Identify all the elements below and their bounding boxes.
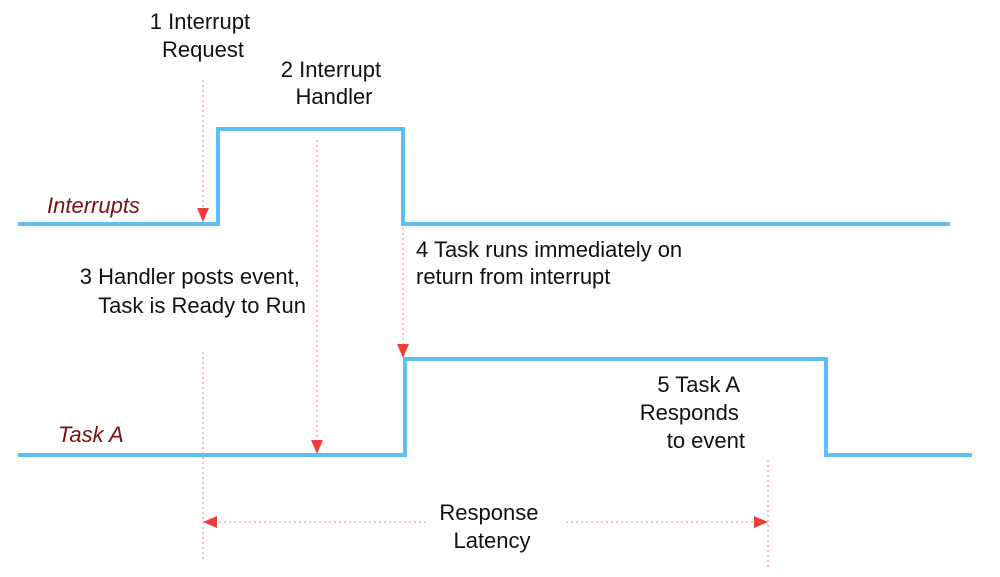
guide-lines (202, 80, 769, 570)
task-start-arrow-icon (397, 344, 409, 358)
event-3-label: 3 Handler posts event, Task is Ready to … (80, 264, 306, 318)
event-5-line-2: Responds (640, 400, 739, 425)
latency-left-arrow-icon (203, 516, 217, 528)
event-5-line-1: 5 Task A (657, 372, 740, 397)
event-1-line-2: Request (162, 37, 244, 62)
response-latency-span: Response Latency (203, 500, 768, 553)
task-a-waveform (18, 357, 972, 457)
event-1-line-1: 1 Interrupt (150, 9, 250, 34)
event-2-line-2: Handler (295, 84, 372, 109)
interrupts-label: Interrupts (47, 193, 140, 218)
event-2-label: 2 Interrupt Handler (281, 57, 387, 109)
latency-right-arrow-icon (754, 516, 768, 528)
event-4-line-1: 4 Task runs immediately on (416, 237, 682, 262)
event-2-line-1: 2 Interrupt (281, 57, 381, 82)
latency-line-2: Latency (453, 528, 530, 553)
latency-line-1: Response (439, 500, 538, 525)
task-a-label: Task A (58, 422, 124, 447)
latency-label: Response Latency (439, 500, 544, 553)
event-3-line-1: 3 Handler posts event, (80, 264, 300, 289)
event-5-label: 5 Task A Responds to event (640, 372, 745, 453)
event-4-line-2: return from interrupt (416, 264, 610, 289)
event-3-line-2: Task is Ready to Run (98, 293, 306, 318)
event-1-label: 1 Interrupt Request (150, 9, 256, 62)
event-4-label: 4 Task runs immediately on return from i… (416, 237, 688, 289)
event-5-line-3: to event (667, 428, 745, 453)
handler-post-arrow-icon (311, 440, 323, 454)
interrupts-waveform (18, 127, 950, 226)
interrupt-request-arrow-icon (197, 208, 209, 222)
